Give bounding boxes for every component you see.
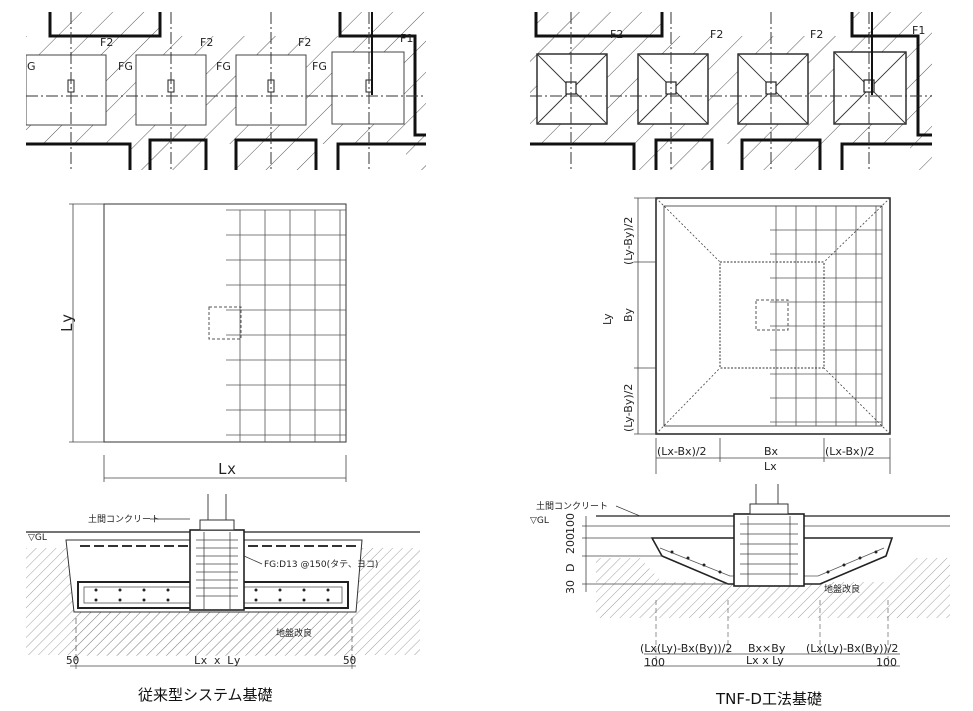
right-footing-rebar-grid <box>770 205 882 426</box>
right-dim-by: By <box>622 307 635 322</box>
left-label-fg-1: FG <box>118 60 133 73</box>
left-label-f1: F1 <box>400 32 413 45</box>
right-concrete-label: 土間コンクリート <box>536 500 608 512</box>
right-depth-200: 200 <box>564 533 577 554</box>
left-foundation-plan <box>26 12 426 170</box>
right-dim-lx-bx-left: (Lx-Bx)/2 <box>657 445 707 458</box>
left-section-column-ties <box>196 532 238 610</box>
right-edge-right: 100 <box>876 656 897 669</box>
right-footing-column-outline <box>755 299 789 331</box>
left-label-f2-2: F2 <box>200 36 213 49</box>
right-dim-bx: Bx <box>764 445 779 458</box>
left-label-g: G <box>27 60 36 73</box>
left-dim-ly: Ly <box>58 314 76 332</box>
left-footing-dimensions <box>69 203 347 482</box>
left-edge-left: 50 <box>66 654 79 667</box>
right-dim-lx-bx-right: (Lx-Bx)/2 <box>825 445 875 458</box>
right-foundation-plan <box>530 12 932 170</box>
right-caption: TNF-D工法基礎 <box>716 690 822 708</box>
left-plan-labels: F2 F2 F2 F1 G FG FG FG <box>27 32 413 73</box>
left-label-fg-3: FG <box>312 60 327 73</box>
right-depth-d: D <box>564 564 577 572</box>
left-gl-label: ▽GL <box>28 533 47 543</box>
left-edge-right: 50 <box>343 654 356 667</box>
right-label-f2-2: F2 <box>710 28 723 41</box>
left-label-f2-1: F2 <box>100 36 113 49</box>
right-soil-label: 地盤改良 <box>824 583 860 595</box>
right-dim-ly: Ly <box>601 313 614 325</box>
right-label-f1: F1 <box>912 24 925 37</box>
left-label-f2-3: F2 <box>298 36 311 49</box>
left-plan-gridlines <box>26 12 426 170</box>
left-footing-plan: Ly Lx <box>58 203 347 482</box>
right-foundation-section: 100 200 D 30 土間コンクリート ▽GL 地盤改良 (Lx(Ly)-B… <box>530 484 950 669</box>
right-gl-label: ▽GL <box>530 516 549 526</box>
left-label-fg-2: FG <box>216 60 231 73</box>
right-depth-100: 100 <box>564 513 577 534</box>
right-dim-ly-by-bottom: (Ly-By)/2 <box>622 384 635 432</box>
right-section-refs <box>655 600 889 662</box>
left-soil-label: 地盤改良 <box>276 627 312 639</box>
right-width-center: Bx×By <box>748 642 786 655</box>
right-plan-gridlines <box>530 12 932 170</box>
right-section-column-ties <box>740 516 798 586</box>
right-footing-slopes <box>655 197 891 435</box>
right-plan-labels: F2 F2 F2 F1 <box>610 24 925 41</box>
right-footing-plan: (Ly-By)/2 By (Ly-By)/2 Ly (Lx-Bx)/2 Bx (… <box>601 197 891 474</box>
right-dim-lx: Lx <box>764 460 777 473</box>
right-section-depth-dims <box>582 516 728 592</box>
left-section-rebar-dots <box>94 588 330 602</box>
left-foundation-section: 土間コンクリート ▽GL FG:D13 @150(タテ、ヨコ) 地盤改良 50 … <box>26 494 420 670</box>
right-width-left: (Lx(Ly)-Bx(By))/2 <box>640 642 732 655</box>
right-footing-dimensions <box>634 197 891 474</box>
left-footing-column-outline <box>208 306 242 340</box>
right-label-f2-3: F2 <box>810 28 823 41</box>
right-edge-left: 100 <box>644 656 665 669</box>
right-dim-ly-by-top: (Ly-By)/2 <box>622 217 635 265</box>
right-width-total: Lx x Ly <box>746 654 784 667</box>
left-dim-lx: Lx <box>218 460 236 478</box>
right-depth-30: 30 <box>564 580 577 594</box>
left-caption: 従来型システム基礎 <box>138 686 273 704</box>
right-section-rebar-dots <box>670 550 878 582</box>
right-label-f2-1: F2 <box>610 28 623 41</box>
right-section-width-dims <box>644 653 900 667</box>
left-width-label: Lx x Ly <box>194 654 241 667</box>
left-rebar-note: FG:D13 @150(タテ、ヨコ) <box>264 559 378 570</box>
left-concrete-label: 土間コンクリート <box>88 513 160 525</box>
right-width-right: (Lx(Ly)-Bx(By))/2 <box>806 642 898 655</box>
left-footing-rebar-grid <box>226 209 346 442</box>
